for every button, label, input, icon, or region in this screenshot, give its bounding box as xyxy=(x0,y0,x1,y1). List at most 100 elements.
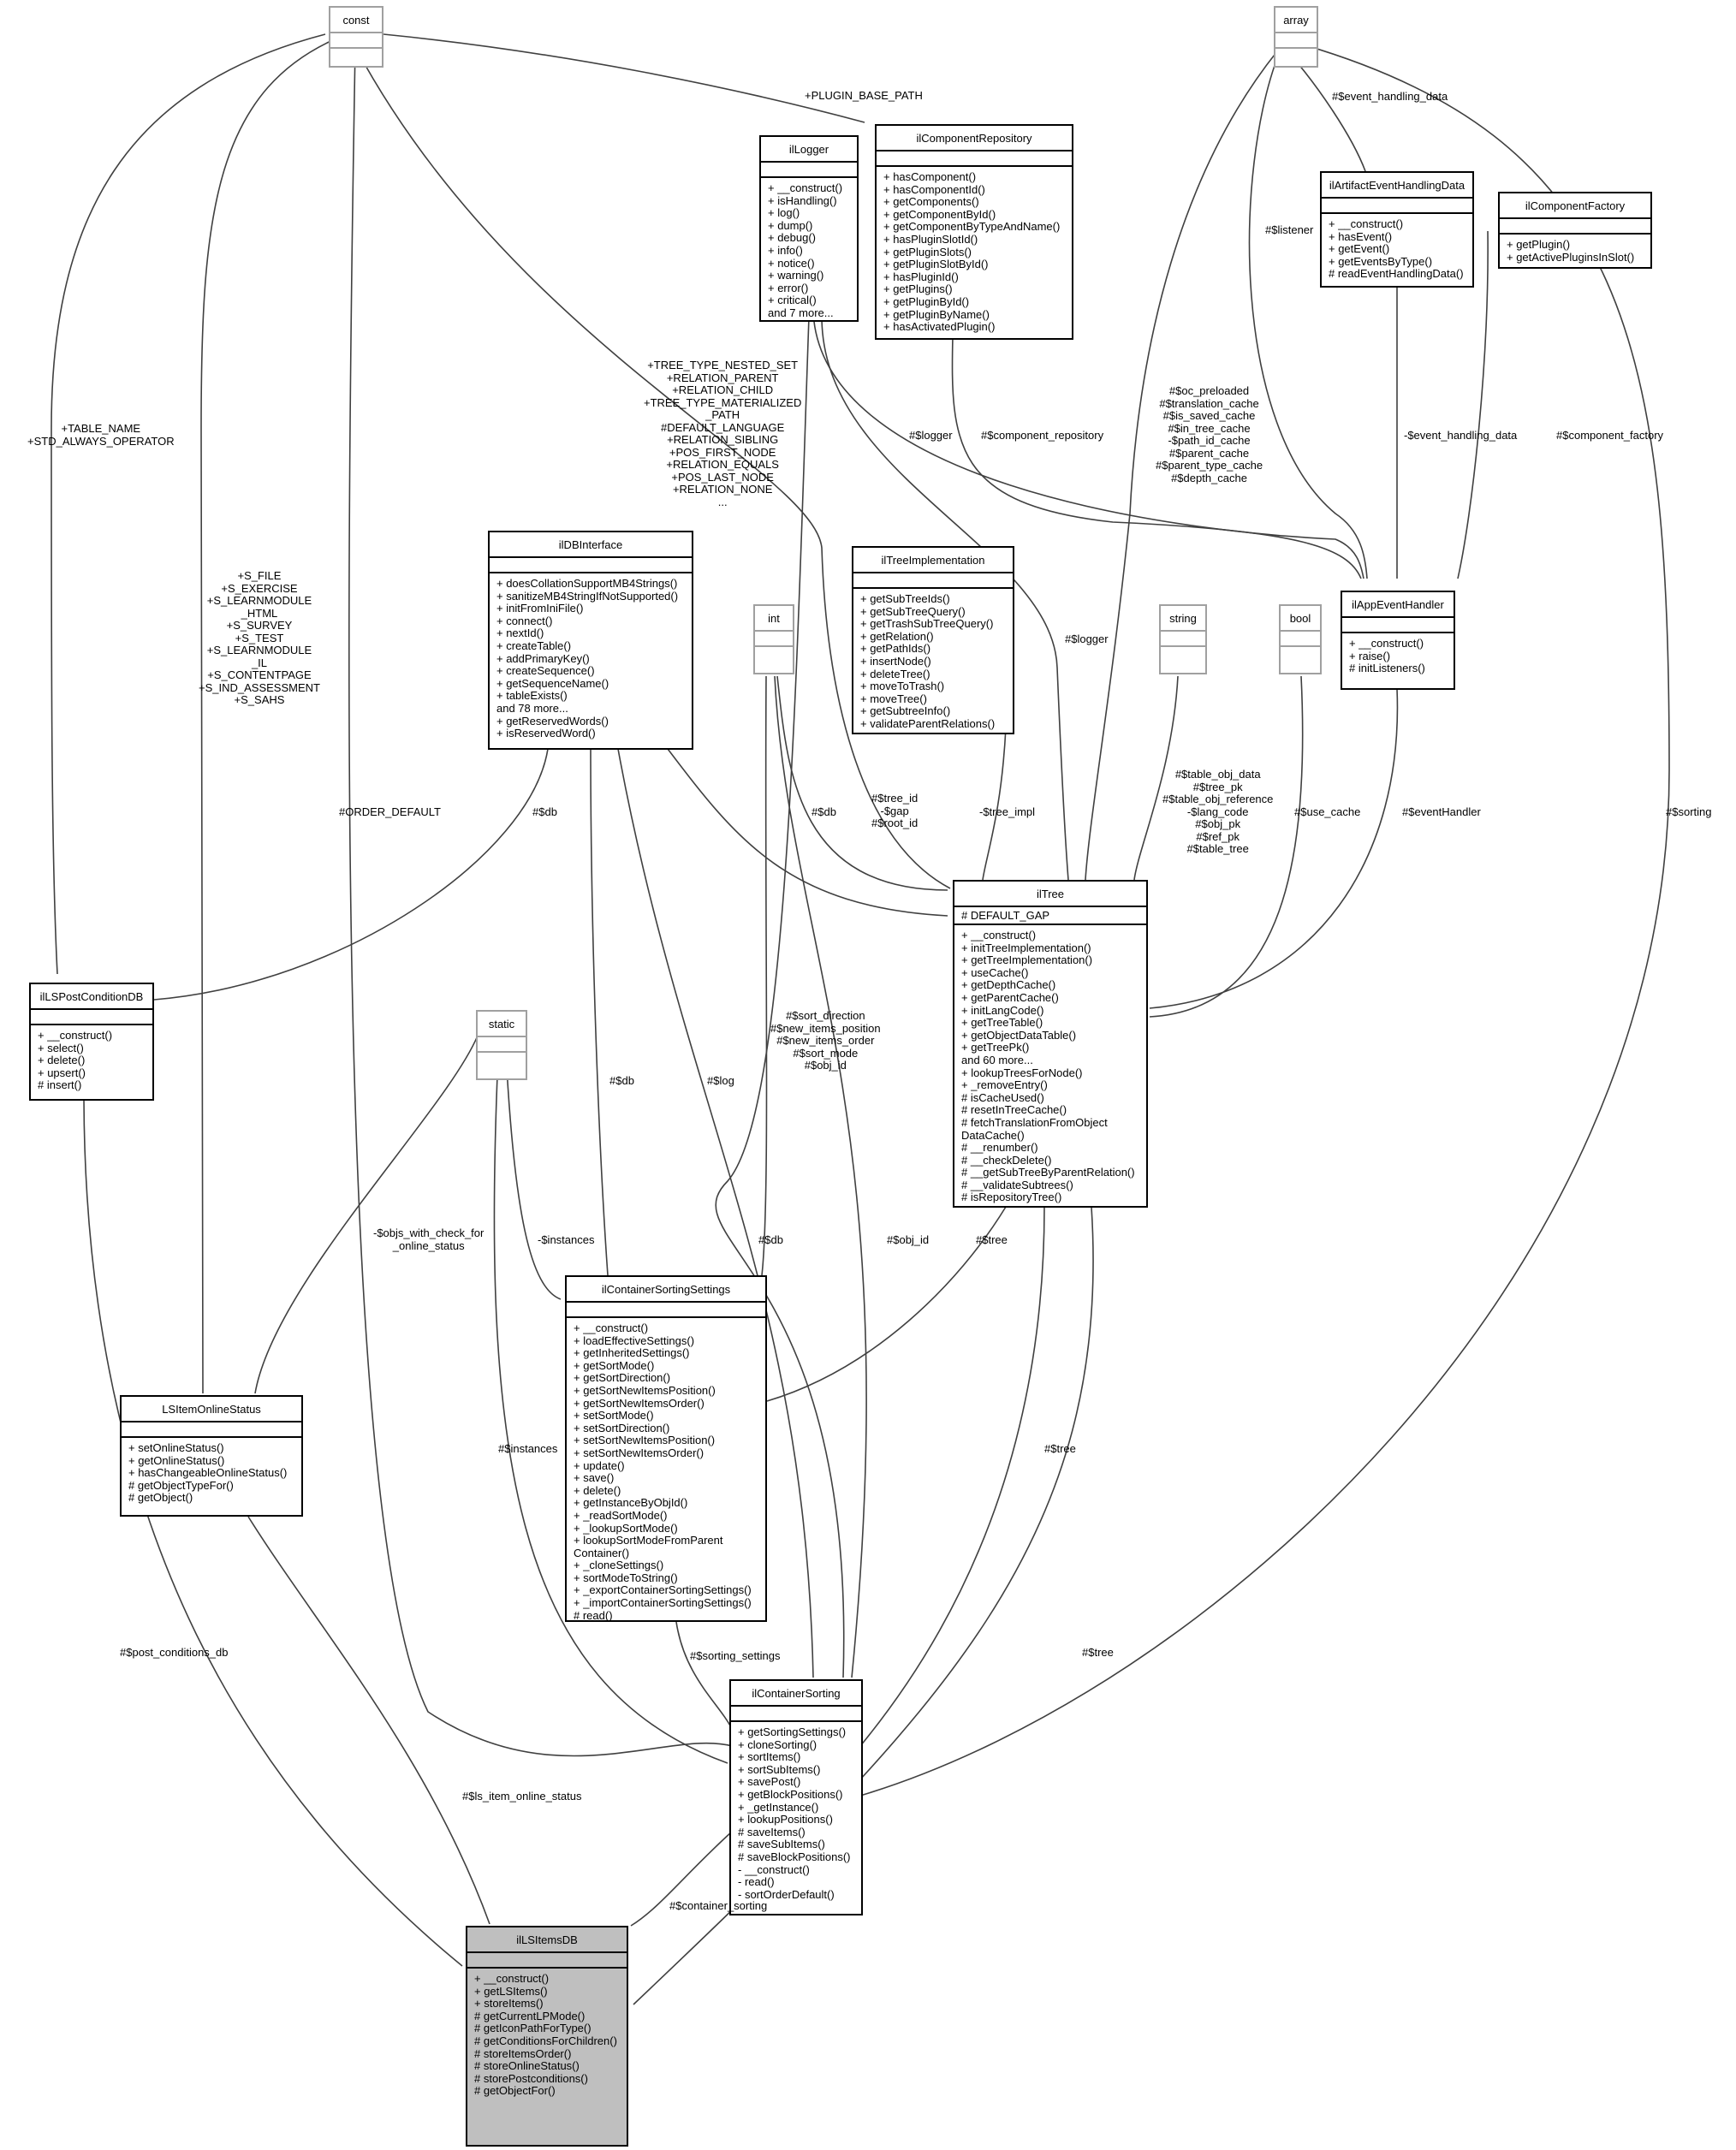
edge-string-to-iltree xyxy=(1133,675,1179,881)
class-illogger: ilLogger + __construct() + isHandling() … xyxy=(759,135,859,322)
edge-array-to-appeventhandler-listener xyxy=(1248,50,1368,579)
edge-label-line: #$logger xyxy=(1065,633,1109,645)
operation: + setSortMode() xyxy=(574,1409,654,1422)
class-int: int xyxy=(753,604,794,674)
operation: + _removeEntry() xyxy=(961,1078,1048,1092)
class-ilcontainersorting-operations: + getSortingSettings() + cloneSorting() … xyxy=(731,1722,861,1904)
edge-dbinterface-to-ilcontainersorting xyxy=(617,748,814,1678)
edge-label-line: -$path_id_cache xyxy=(1168,434,1251,447)
edge-illogger-to-ilcontainersorting xyxy=(715,316,845,1678)
operation: + loadEffectiveSettings() xyxy=(574,1333,695,1347)
edge-label-line: +S_IND_ASSESSMENT xyxy=(199,680,320,694)
operation: and 60 more... xyxy=(961,1053,1033,1066)
operation: + getPlugin() xyxy=(1507,238,1571,251)
edge-label-line: _IL xyxy=(251,656,268,669)
operation: + isReservedWord() xyxy=(496,727,596,740)
edge-int-to-iltree xyxy=(776,675,948,891)
edge-label-line: -$objs_with_check_for xyxy=(373,1226,485,1239)
edge-label-line: +S_FILE xyxy=(237,569,282,582)
operation: # getObjectTypeFor() xyxy=(128,1478,234,1492)
edge-label-line: +S_CONTENTPAGE xyxy=(207,668,312,681)
operation: + getSortingSettings() xyxy=(738,1725,847,1738)
edge-dbinterface-to-postcondition xyxy=(153,748,549,1001)
operation: + setSortNewItemsOrder() xyxy=(574,1446,705,1459)
edge-const-to-iltree xyxy=(354,46,951,889)
operation: + storeItems() xyxy=(474,1997,544,2010)
edge-label-line: #$logger xyxy=(909,429,953,442)
operation: + _cloneSettings() xyxy=(574,1559,664,1572)
edge-label-line: _online_status xyxy=(392,1238,465,1252)
operation: # saveSubItems() xyxy=(738,1838,825,1851)
class-ilcomponentrepository-name: ilComponentRepository xyxy=(877,126,1072,151)
operation: + hasComponentId() xyxy=(883,182,985,196)
operation: - sortOrderDefault() xyxy=(738,1887,835,1901)
operation: - read() xyxy=(738,1875,775,1889)
edge-label-line: +S_LEARNMODULE xyxy=(206,644,312,656)
edge-label-line: _PATH xyxy=(705,408,740,421)
class-iltree-operations: + __construct() + initTreeImplementation… xyxy=(954,925,1146,1208)
class-iltreeimplementation-attributes xyxy=(853,573,1013,589)
edge-iltree-to-sorting-settings xyxy=(766,1206,1007,1402)
class-illsitemsdb-attributes xyxy=(467,1953,627,1969)
edge-label-container-sorting: #$container_sorting xyxy=(669,1899,767,1913)
operation: + getDepthCache() xyxy=(961,978,1056,992)
operation: # saveBlockPositions() xyxy=(738,1850,851,1863)
operation: + tableExists() xyxy=(496,689,568,703)
edge-label-instances-settings: -$instances xyxy=(538,1233,594,1247)
edge-label-line: #$db xyxy=(812,805,836,818)
class-illspostconditiondb-name: ilLSPostConditionDB xyxy=(31,984,152,1010)
operation: # __getSubTreeByParentRelation() xyxy=(961,1166,1135,1179)
operation: # saveItems() xyxy=(738,1825,806,1838)
operation: + cloneSorting() xyxy=(738,1737,817,1751)
operation: + __construct() xyxy=(768,181,843,194)
operation: + getSequenceName() xyxy=(496,676,609,690)
class-lsitemonlinestatus-attributes xyxy=(122,1422,301,1438)
operation: + insertNode() xyxy=(860,654,931,668)
edge-label-line: #$tree_pk xyxy=(1192,780,1243,793)
operation: + setOnlineStatus() xyxy=(128,1441,224,1454)
operation: + getComponentById() xyxy=(883,207,996,221)
operation: + connect() xyxy=(496,614,553,627)
operation: + initLangCode() xyxy=(961,1003,1044,1017)
class-illspostconditiondb: ilLSPostConditionDB + __construct() + se… xyxy=(29,983,154,1101)
class-iltree: ilTree # DEFAULT_GAP + __construct() + i… xyxy=(953,880,1148,1208)
class-ilappeventhandler-operations: + __construct() + raise() # initListener… xyxy=(1342,633,1454,679)
operation: + useCache() xyxy=(961,965,1029,979)
edge-label-use-cache: #$use_cache xyxy=(1294,805,1360,819)
edge-label-order-default: #ORDER_DEFAULT xyxy=(339,805,441,819)
operation: + _readSortMode() xyxy=(574,1508,668,1522)
class-ilcomponentrepository: ilComponentRepository + hasComponent() +… xyxy=(875,124,1073,340)
edge-label-line: +POS_FIRST_NODE xyxy=(669,445,776,459)
class-bool-attributes xyxy=(1281,632,1320,647)
edge-label-line: -$lang_code xyxy=(1186,805,1249,818)
edge-sorting-settings-to-ilcontainersorting xyxy=(675,1621,733,1730)
operation: + __construct() xyxy=(38,1029,113,1042)
edge-label-component-repository: #$component_repository xyxy=(981,429,1103,442)
operation: + getInstanceByObjId() xyxy=(574,1496,688,1510)
operation: + getRelation() xyxy=(860,629,934,643)
operation: + getTreeImplementation() xyxy=(961,953,1093,967)
operation: + getPluginById() xyxy=(883,294,970,308)
edge-label-string-fields: #$table_obj_data #$tree_pk #$table_obj_r… xyxy=(1162,768,1273,856)
operation: + deleteTree() xyxy=(860,667,930,680)
operation: + getSubTreeQuery() xyxy=(860,604,966,618)
operation: + getComponentByTypeAndName() xyxy=(883,220,1061,234)
operation: + sortItems() xyxy=(738,1750,801,1764)
operation: - __construct() xyxy=(738,1862,810,1876)
edge-label-line: #$db xyxy=(609,1074,634,1087)
class-array-name: array xyxy=(1275,8,1317,33)
edge-postcondition-to-ilsitemsdb xyxy=(83,1099,463,1967)
edge-label-line: #$parent_type_cache xyxy=(1156,459,1263,472)
operation: + __construct() xyxy=(474,1972,550,1985)
edge-label-instances-sorting: #$instances xyxy=(498,1442,558,1456)
operation: DataCache() xyxy=(961,1128,1025,1142)
edge-appeventhandler-to-iltree xyxy=(1149,688,1399,1009)
edge-label-tree-impl: -$tree_impl xyxy=(979,805,1035,819)
edge-label-line: #$new_items_order xyxy=(776,1034,875,1047)
edge-treeimpl-to-iltree xyxy=(982,727,1007,881)
class-illsitemsdb: ilLSItemsDB + __construct() + getLSItems… xyxy=(466,1926,628,2147)
class-ilartifacteventhandlingdata-attributes xyxy=(1322,199,1472,214)
operation: + sanitizeMB4StringIfNotSupported() xyxy=(496,589,679,603)
edge-label-line: #$instances xyxy=(498,1442,558,1455)
operation: + getInheritedSettings() xyxy=(574,1346,690,1360)
